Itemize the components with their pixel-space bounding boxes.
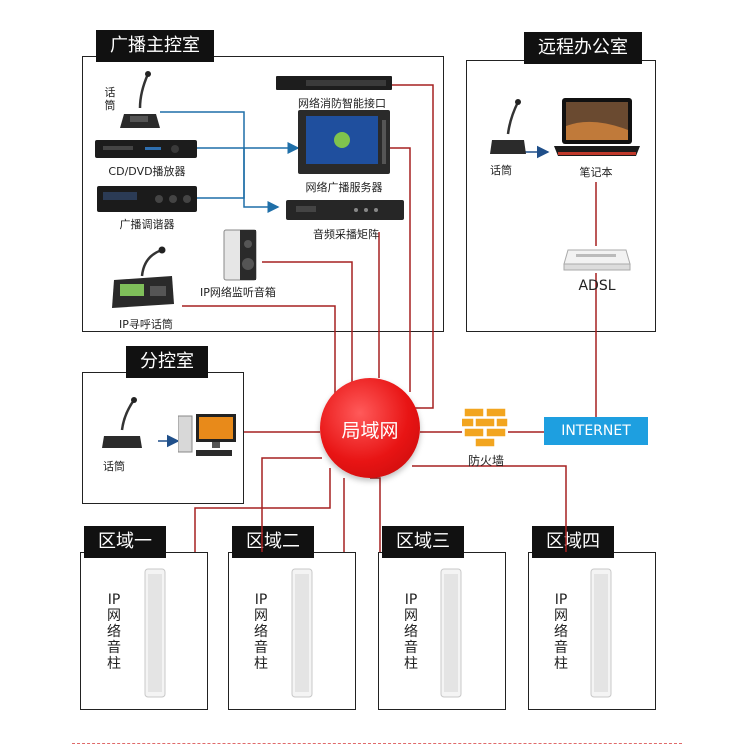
laptop-icon [554,98,640,156]
zone-1-speaker-label: IP网络音柱 [107,592,121,672]
ip-paging-mic-label: IP寻呼话筒 [119,318,173,331]
adsl-modem-icon [563,249,631,271]
main-mic-label: 话筒 [104,86,116,112]
bottom-divider [72,743,682,744]
fire-interface-label: 网络消防智能接口 [298,97,386,110]
zone-4-speaker-column-icon [590,568,612,698]
network-broadcast-server-label: 网络广播服务器 [305,181,383,194]
network-broadcast-server-icon [298,110,390,174]
firewall-icon [462,407,508,448]
ip-monitor-speaker-label: IP网络监听音箱 [200,286,276,299]
zone-4-title: 区域四 [532,526,614,558]
lan-hub: 局域网 [320,378,420,478]
zone-3-speaker-column-icon [440,568,462,698]
zone-3-speaker-label: IP网络音柱 [404,592,418,672]
audio-matrix-label: 音频采播矩阵 [313,228,379,241]
internet-box: INTERNET [544,417,648,445]
main-control-room-title: 广播主控室 [96,30,214,62]
broadcast-tuner-icon [97,186,197,212]
cd-dvd-player-label: CD/DVD播放器 [108,165,186,178]
zone-2-speaker-label: IP网络音柱 [254,592,268,672]
ip-monitor-speaker-icon [223,229,257,281]
zone-4-speaker-label: IP网络音柱 [554,592,568,672]
remote-office-title: 远程办公室 [524,32,642,64]
zone-2-speaker-column-icon [291,568,313,698]
zone-3-title: 区域三 [382,526,464,558]
remote-mic-label: 话筒 [490,164,512,177]
zone-1-speaker-column-icon [144,568,166,698]
audio-matrix-icon [286,200,404,220]
ip-paging-mic-icon [112,246,174,308]
remote-mic-icon [490,99,526,154]
adsl-label: ADSL [578,278,616,294]
broadcast-tuner-label: 广播调谐器 [119,218,175,231]
cd-dvd-player-icon [95,140,197,158]
laptop-label: 笔记本 [579,166,613,179]
sub-mic-icon [102,397,142,448]
sub-mic-label: 话筒 [103,460,125,473]
desktop-pc-icon [178,414,236,456]
zone-1-title: 区域一 [84,526,166,558]
zone-2-title: 区域二 [232,526,314,558]
sub-control-room-title: 分控室 [126,346,208,378]
main-mic-icon [120,71,160,128]
firewall-label: 防火墙 [467,454,505,468]
fire-interface-icon [276,76,392,90]
zone-1-panel [80,552,208,710]
lan-hub-label: 局域网 [341,420,399,442]
